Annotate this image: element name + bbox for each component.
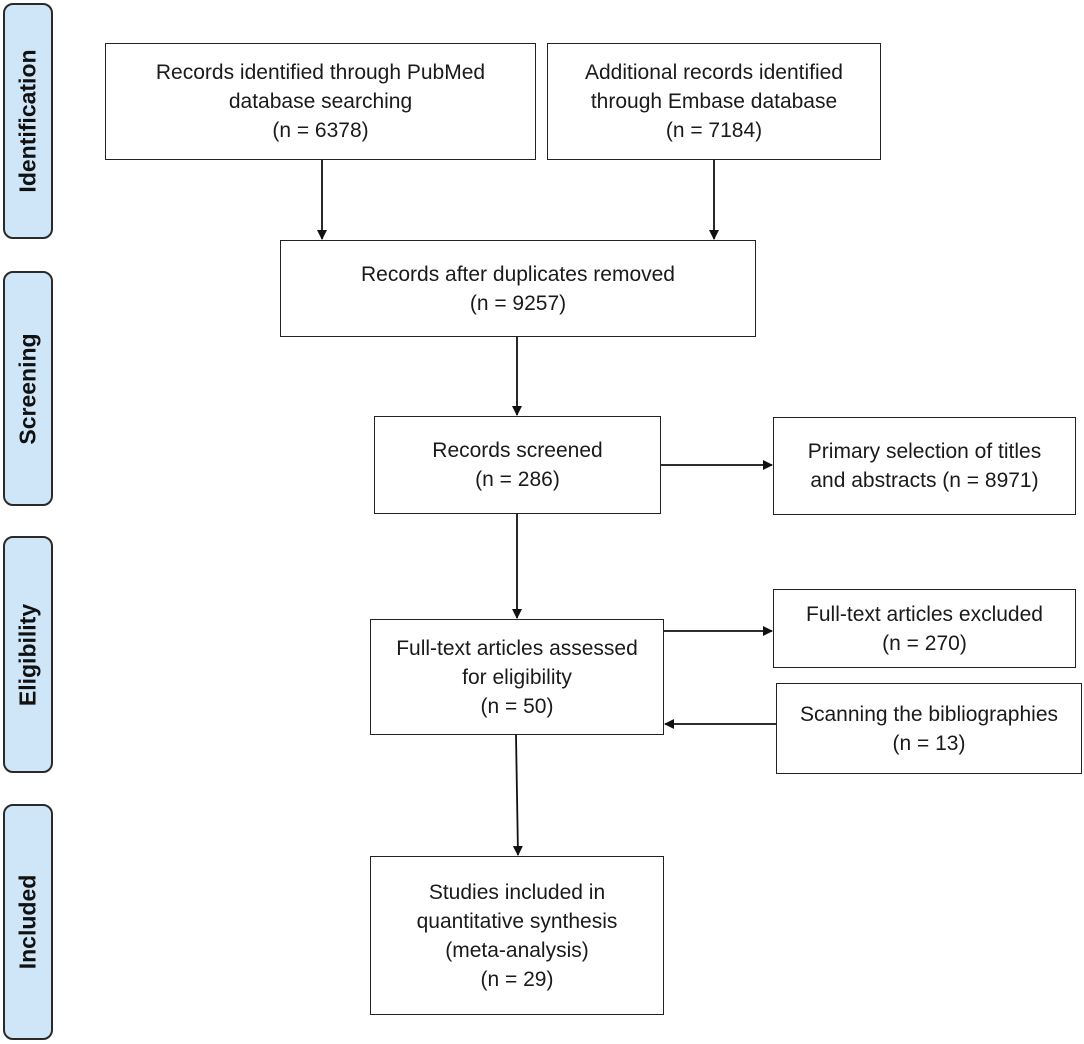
pubmed-records-box: Records identified through PubMed databa…	[105, 43, 536, 160]
included-studies-line3: (meta-analysis)	[445, 938, 589, 962]
fulltext-excluded-count: (n = 270)	[882, 631, 967, 655]
primary-selection-box: Primary selection of titles and abstract…	[773, 417, 1076, 515]
embase-records-line1: Additional records identified	[585, 61, 843, 84]
phase-screening: Screening	[3, 271, 53, 506]
embase-records-line2: through Embase database	[590, 90, 838, 113]
fulltext-assessed-box: Full-text articles assessed for eligibil…	[370, 619, 664, 735]
phase-eligibility-label: Eligibility	[14, 603, 41, 706]
primary-selection-line1: Primary selection of titles	[807, 440, 1042, 463]
pubmed-records-line1: Records identified through PubMed	[155, 61, 486, 84]
pubmed-records-count: (n = 6378)	[272, 119, 369, 142]
phase-screening-label: Screening	[14, 332, 41, 445]
fulltext-excluded-line1: Full-text articles excluded	[806, 602, 1043, 626]
phase-eligibility: Eligibility	[3, 536, 53, 773]
phase-included: Included	[3, 804, 53, 1040]
phase-included-label: Included	[14, 874, 41, 970]
records-screened-count: (n = 286)	[475, 468, 560, 491]
included-studies-line2: quantitative synthesis	[416, 909, 618, 933]
fulltext-excluded-box: Full-text articles excluded (n = 270)	[773, 589, 1076, 668]
fulltext-assessed-line1: Full-text articles assessed	[396, 636, 638, 660]
included-studies-count: (n = 29)	[480, 967, 554, 991]
primary-selection-line2: and abstracts (n = 8971)	[810, 469, 1039, 492]
phase-identification-label: Identification	[14, 49, 41, 193]
arrow-fulltext-to-included	[512, 734, 523, 856]
duplicates-removed-box: Records after duplicates removed (n = 92…	[280, 240, 756, 337]
duplicates-removed-line1: Records after duplicates removed	[361, 262, 675, 286]
fulltext-assessed-count: (n = 50)	[480, 694, 554, 718]
records-screened-box: Records screened (n = 286)	[374, 416, 661, 514]
included-studies-line1: Studies included in	[428, 880, 606, 904]
included-studies-box: Studies included in quantitative synthes…	[370, 856, 664, 1015]
bibliographies-box: Scanning the bibliographies (n = 13)	[776, 683, 1082, 774]
pubmed-records-line2: database searching	[228, 90, 413, 113]
phase-identification: Identification	[3, 3, 53, 239]
duplicates-removed-count: (n = 9257)	[469, 291, 567, 315]
embase-records-count: (n = 7184)	[665, 119, 763, 142]
fulltext-assessed-line2: for eligibility	[462, 665, 572, 689]
records-screened-line1: Records screened	[432, 439, 603, 462]
bibliographies-count: (n = 13)	[892, 731, 966, 755]
embase-records-box: Additional records identified through Em…	[547, 43, 881, 160]
bibliographies-line1: Scanning the bibliographies	[799, 702, 1059, 726]
